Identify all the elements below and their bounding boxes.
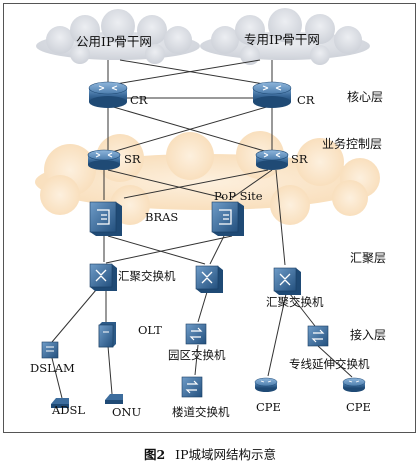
core-router-left: [88, 81, 128, 108]
layer-service-control-label: 业务控制层: [322, 137, 383, 151]
aggregation-switch-middle: [195, 265, 223, 293]
adsl-label: ADSL: [52, 403, 86, 417]
layer-access-label: 接入层: [350, 328, 387, 342]
dslam-device: [41, 341, 59, 359]
agg-switch-left-label: 汇聚交换机: [118, 269, 176, 283]
core-router-right: [252, 81, 292, 108]
aggregation-switch-left: [89, 263, 117, 291]
dslam-label: DSLAM: [30, 361, 75, 375]
adsl-modem: [51, 398, 69, 408]
cpe-router-right: [342, 377, 366, 392]
cpe-right-label: CPE: [346, 400, 371, 414]
cr-left-label: CR: [130, 93, 148, 107]
olt-device: [98, 322, 116, 348]
bras-device-pop: [211, 201, 244, 236]
campus-switch-label: 园区交换机: [168, 348, 226, 362]
service-router-left: [87, 149, 121, 170]
layer-aggregation-label: 汇聚层: [350, 251, 387, 265]
bras-device-left: [89, 201, 122, 236]
figure-title: IP城域网结构示意: [175, 447, 277, 462]
service-router-right: [255, 149, 289, 170]
onu-device: [105, 394, 123, 404]
olt-label: OLT: [138, 323, 162, 337]
bras-label: BRAS: [145, 210, 179, 224]
links: [51, 59, 353, 399]
public-backbone-label: 公用IP骨干网: [76, 34, 152, 49]
private-ext-switch-label: 专线延伸交换机: [289, 357, 370, 371]
agg-switch-right-label: 汇聚交换机: [266, 295, 324, 309]
private-extension-switch: [307, 325, 329, 347]
sr-left-label: SR: [124, 152, 141, 166]
aggregation-switch-right: [273, 267, 301, 295]
corridor-switch: [181, 376, 203, 398]
figure-caption: 图2 IP城域网结构示意: [0, 444, 420, 463]
sr-right-label: SR: [291, 152, 308, 166]
cpe-left-label: CPE: [256, 400, 281, 414]
campus-switch: [185, 323, 207, 345]
layer-core-label: 核心层: [347, 90, 384, 104]
cr-right-label: CR: [297, 93, 315, 107]
onu-label: ONU: [112, 405, 142, 419]
public-backbone-cloud: [36, 9, 200, 64]
corridor-switch-label: 楼道交换机: [172, 405, 230, 419]
private-backbone-label: 专用IP骨干网: [244, 32, 320, 47]
figure-number: 图2: [143, 447, 166, 462]
cpe-router-left: [254, 377, 278, 392]
private-backbone-cloud: [200, 8, 370, 65]
pop-site-label: PoP Site: [214, 189, 263, 203]
